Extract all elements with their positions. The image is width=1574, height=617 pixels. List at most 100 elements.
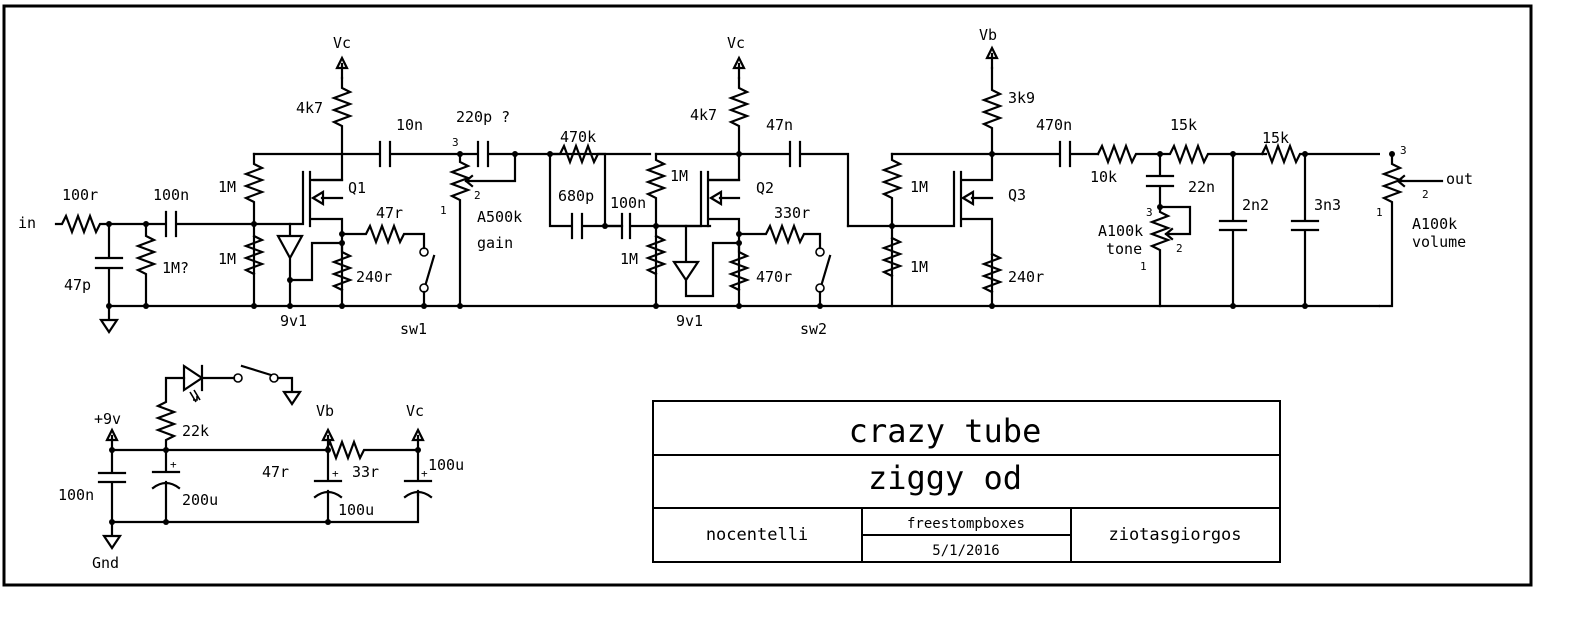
capacitor-220p [458, 140, 652, 168]
power-switch-contact-1 [233, 373, 243, 383]
capacitor-200u-plus: + [170, 458, 177, 471]
stage2: Vc 4k7 47n 1M 1M Q2 9v1 470r 330r sw2 [620, 34, 850, 338]
schematic-frame [2, 4, 1533, 587]
resistor-22k [154, 376, 186, 452]
volume-pot-value: A100k [1412, 215, 1457, 233]
switch-sw1-label: sw1 [400, 320, 427, 338]
capacitor-47n-label: 47n [766, 116, 793, 134]
capacitor-100n-interstage-label: 100n [610, 194, 646, 212]
resistor-22k-label: 22k [182, 422, 209, 440]
title-block-drawn-by: ziotasgiorgos [1108, 525, 1241, 545]
resistor-47r [340, 222, 426, 250]
stage3: Vb 3k9 Q3 1M 1M 470n 240r [846, 26, 1100, 309]
capacitor-100n-filter [97, 448, 420, 524]
mosfet-q2 [654, 170, 741, 308]
potentiometer-volume [1378, 152, 1404, 308]
resistor-470k-label: 470k [560, 128, 596, 146]
mosfet-q3-arrow [960, 190, 975, 206]
capacitor-2n2 [1218, 152, 1248, 308]
capacitor-47p-label: 47p [64, 276, 91, 294]
gain-pot-pin3: 3 [452, 136, 459, 149]
resistor-1m-bias-q2 [644, 152, 668, 308]
switch-sw1-contact-top [419, 247, 429, 257]
tone-pot-pin1: 1 [1140, 260, 1147, 273]
resistor-1m-bottom-q2 [644, 234, 668, 276]
title-block-title: crazy tube [849, 412, 1042, 450]
stage1: Vc 4k7 10n 1M 1M Q1 9v1 240r 47r sw1 [218, 34, 652, 338]
power-bus [110, 438, 420, 462]
resistor-1m-bottom-q1 [242, 234, 266, 276]
resistor-330r-label: 330r [774, 204, 810, 222]
output-label: out [1446, 170, 1473, 188]
tone-pot-value: A100k [1098, 222, 1143, 240]
resistor-3k9 [960, 66, 1004, 182]
resistor-10k-label: 10k [1090, 168, 1117, 186]
mosfet-q3-label: Q3 [1008, 186, 1026, 204]
resistor-1m-pulldown [134, 222, 158, 308]
tone-pot-pin3: 3 [1146, 206, 1153, 219]
capacitor-3n3 [1290, 152, 1320, 308]
vb-rail-icon [985, 45, 999, 70]
volume-pot-name: volume [1412, 233, 1466, 251]
capacitor-47n [654, 140, 850, 228]
switch-sw1-contact-bottom [419, 283, 429, 293]
vb-label: Vb [316, 402, 334, 420]
resistor-240r-q3-label: 240r [1008, 268, 1044, 286]
gain-pot-pin2: 2 [474, 189, 481, 202]
resistor-1m-top-q1-label: 1M [218, 178, 236, 196]
potentiometer-gain-wiper [464, 152, 517, 188]
capacitor-47p [94, 222, 124, 308]
resistor-470r [727, 241, 751, 292]
mosfet-q3 [846, 170, 994, 308]
title-block-designer: nocentelli [706, 525, 808, 545]
zener-q1 [276, 222, 344, 308]
potentiometer-tone-wiper [1158, 205, 1192, 241]
volume-pot-pin2: 2 [1422, 188, 1429, 201]
mosfet-q1-arrow [310, 190, 325, 206]
resistor-240r-q1 [330, 241, 354, 292]
resistor-1m-bias-q1 [242, 152, 266, 308]
vc-rail-icon-2 [732, 55, 746, 80]
resistor-1m-bias-q3 [880, 152, 904, 308]
capacitor-200u [151, 448, 181, 524]
power-supply: +9v 100n Gnd 22k + 200u 47r Vb + 100u 33… [58, 363, 464, 572]
volume-pot-pin1: 1 [1376, 206, 1383, 219]
capacitor-10n-label: 10n [396, 116, 423, 134]
zener-q1-label: 9v1 [280, 312, 307, 330]
resistor-4k7-q1-label: 4k7 [296, 99, 323, 117]
input-stage: in 100r 47p 1M? 100n [18, 186, 256, 334]
title-block-subtitle: ziggy od [868, 459, 1022, 497]
capacitor-100u-vb [313, 448, 343, 524]
output: out 3 2 1 A100k volume [1376, 144, 1473, 310]
resistor-330r [737, 222, 822, 250]
capacitor-680p [548, 152, 624, 240]
led-icon [182, 363, 236, 393]
resistor-10k [1096, 142, 1162, 166]
resistor-470k [548, 142, 607, 228]
capacitor-470n-label: 470n [1036, 116, 1072, 134]
tone-pot-name: tone [1106, 240, 1142, 258]
capacitor-100n-interstage [603, 212, 712, 240]
capacitor-100u-vb-label: 100u [338, 501, 374, 519]
ground-icon-power [101, 520, 123, 550]
interstage: 680p 470k 100n [547, 128, 712, 240]
capacitor-200u-label: 200u [182, 491, 218, 509]
capacitor-2n2-label: 2n2 [1242, 196, 1269, 214]
capacitor-100u-vc [403, 448, 433, 499]
potentiometer-volume-wiper [1396, 174, 1444, 188]
resistor-100r-label: 100r [62, 186, 98, 204]
resistor-1m-top-q2-label: 1M [670, 167, 688, 185]
mosfet-q1-label: Q1 [348, 179, 366, 197]
mosfet-q2-arrow [708, 190, 723, 206]
title-block-source: freestompboxes [907, 516, 1025, 532]
resistor-47r-power-label: 47r [262, 463, 289, 481]
switch-sw1 [422, 254, 436, 308]
mosfet-q1 [252, 170, 344, 308]
resistor-15k-1-label: 15k [1170, 116, 1197, 134]
power-switch [240, 364, 303, 406]
capacitor-100u-vb-plus: + [332, 467, 339, 480]
switch-sw2-contact-top [815, 247, 825, 257]
switch-sw2-contact-bottom [815, 283, 825, 293]
led-light-icon [189, 389, 201, 403]
